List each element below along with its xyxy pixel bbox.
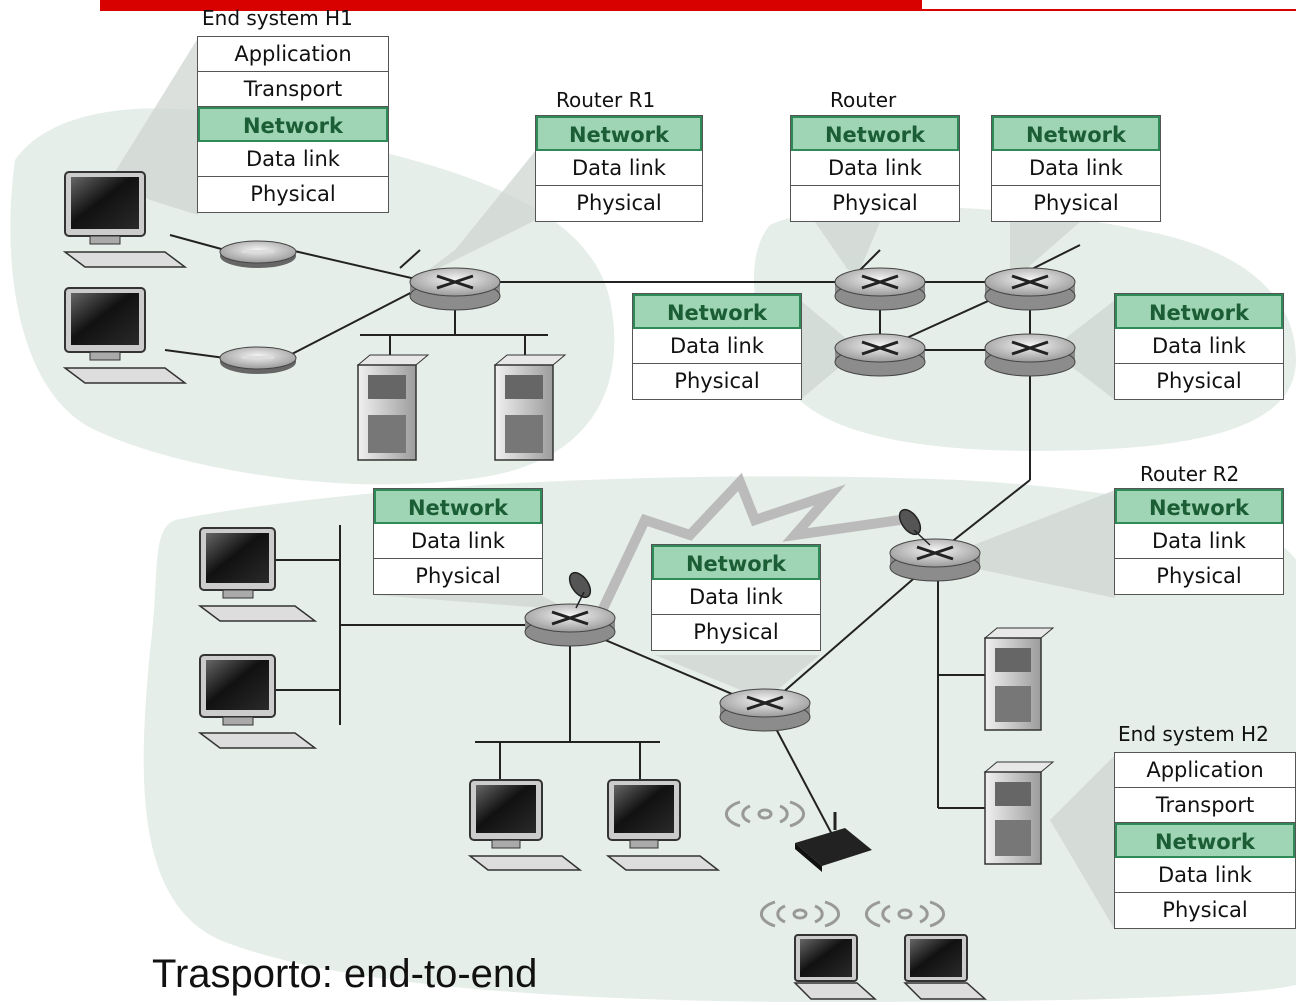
title-accent-bar — [100, 0, 922, 11]
slide-caption: Trasporto: end-to-end — [152, 952, 538, 996]
router-core-b-icon — [984, 267, 1076, 311]
server-1-icon — [356, 354, 430, 461]
callout-wireless-left — [375, 595, 570, 610]
desktop-bottom-b-icon — [197, 654, 318, 749]
router-middle-icon — [719, 688, 811, 732]
router-core-d-icon — [984, 333, 1076, 377]
server-3-icon — [983, 627, 1055, 731]
layer-network: Network — [992, 116, 1160, 151]
layer-physical: Physical — [1162, 898, 1248, 922]
callout-h1 — [110, 38, 198, 215]
layer-physical: Physical — [1033, 191, 1119, 215]
layer-transport: Transport — [198, 72, 388, 107]
layer-network: Network — [633, 294, 801, 329]
layer-physical: Physical — [576, 191, 662, 215]
laptop-icons — [793, 934, 987, 1000]
subnet-cloud-bottom — [143, 476, 1296, 1002]
layer-data-link: Data link — [1115, 858, 1295, 893]
router-r1-icon — [409, 267, 501, 311]
layer-network: Network — [652, 545, 820, 580]
layer-physical: Physical — [1156, 369, 1242, 393]
end-system-h1-label: End system H1 — [202, 6, 353, 30]
layer-network: Network — [791, 116, 959, 151]
router-r2-label: Router R2 — [1140, 462, 1240, 486]
protocol-stack-router-r1: Network Data link Physical — [535, 115, 703, 222]
layer-physical: Physical — [832, 191, 918, 215]
protocol-stack-router-core-a: Network Data link Physical — [790, 115, 960, 222]
desktop-computer-icons — [62, 171, 721, 871]
modem-1-icon — [219, 240, 297, 268]
layer-network: Network — [536, 116, 702, 151]
protocol-stack-router-r2: Network Data link Physical — [1114, 488, 1284, 595]
modem-2-icon — [219, 346, 297, 374]
layer-network: Network — [374, 489, 542, 524]
router-icons — [409, 267, 1076, 732]
wireless-signal-icons — [724, 800, 946, 928]
desktop-h1-a-icon — [62, 171, 188, 268]
callout-r2 — [935, 490, 1115, 598]
server-2-icon — [493, 354, 567, 461]
laptop-1-icon — [793, 934, 877, 1000]
layer-application: Application — [1115, 753, 1295, 788]
satellite-dish-icons — [568, 508, 931, 609]
server-icons — [356, 354, 1055, 865]
layer-data-link: Data link — [633, 329, 801, 364]
layer-data-link: Data link — [536, 151, 702, 186]
end-system-h2-label: End system H2 — [1118, 722, 1269, 746]
router-wireless-left-icon — [524, 603, 616, 647]
layer-data-link: Data link — [198, 142, 388, 177]
layer-network: Network — [1115, 823, 1295, 858]
router-label: Router — [830, 88, 897, 112]
callout-router-d — [1050, 300, 1115, 400]
server-h2-icon — [983, 761, 1055, 865]
layer-application: Application — [198, 37, 388, 72]
router-core-a-icon — [834, 267, 926, 311]
laptop-2-icon — [903, 934, 987, 1000]
layer-network: Network — [198, 107, 388, 142]
layer-data-link: Data link — [1115, 329, 1283, 364]
wireless-link — [595, 472, 901, 618]
desktop-h1-b-icon — [62, 287, 188, 384]
callout-h2 — [1050, 755, 1115, 930]
layer-physical: Physical — [674, 369, 760, 393]
callout-router-c — [800, 300, 860, 400]
layer-data-link: Data link — [374, 524, 542, 559]
protocol-stack-router-core-c: Network Data link Physical — [632, 293, 802, 400]
layer-data-link: Data link — [992, 151, 1160, 186]
layer-data-link: Data link — [1115, 524, 1283, 559]
layer-data-link: Data link — [791, 151, 959, 186]
layer-physical: Physical — [693, 620, 779, 644]
layer-physical: Physical — [415, 564, 501, 588]
layer-network: Network — [1115, 489, 1283, 524]
router-r1-label: Router R1 — [556, 88, 656, 112]
callout-router-a — [815, 222, 880, 270]
protocol-stack-router-middle: Network Data link Physical — [651, 544, 821, 651]
modem-icons — [219, 240, 297, 374]
protocol-stack-router-core-d: Network Data link Physical — [1114, 293, 1284, 400]
desktop-bottom-c-icon — [467, 779, 583, 871]
callout-middle — [655, 655, 820, 700]
layer-network: Network — [1115, 294, 1283, 329]
router-r2-icon — [889, 538, 981, 582]
title-accent-line — [922, 9, 1296, 11]
protocol-stack-h1: Application Transport Network Data link … — [197, 36, 389, 213]
layer-physical: Physical — [250, 182, 336, 206]
layer-physical: Physical — [1156, 564, 1242, 588]
callout-r1 — [415, 150, 536, 280]
desktop-bottom-a-icon — [197, 527, 318, 622]
protocol-stack-router-wireless-left: Network Data link Physical — [373, 488, 543, 595]
wireless-access-point-icon — [795, 812, 872, 872]
callout-router-b — [1010, 222, 1080, 270]
layer-transport: Transport — [1115, 788, 1295, 823]
router-core-c-icon — [834, 333, 926, 377]
protocol-stack-h2: Application Transport Network Data link … — [1114, 752, 1296, 929]
desktop-bottom-d-icon — [605, 779, 721, 871]
layer-data-link: Data link — [652, 580, 820, 615]
protocol-stack-router-core-b: Network Data link Physical — [991, 115, 1161, 222]
